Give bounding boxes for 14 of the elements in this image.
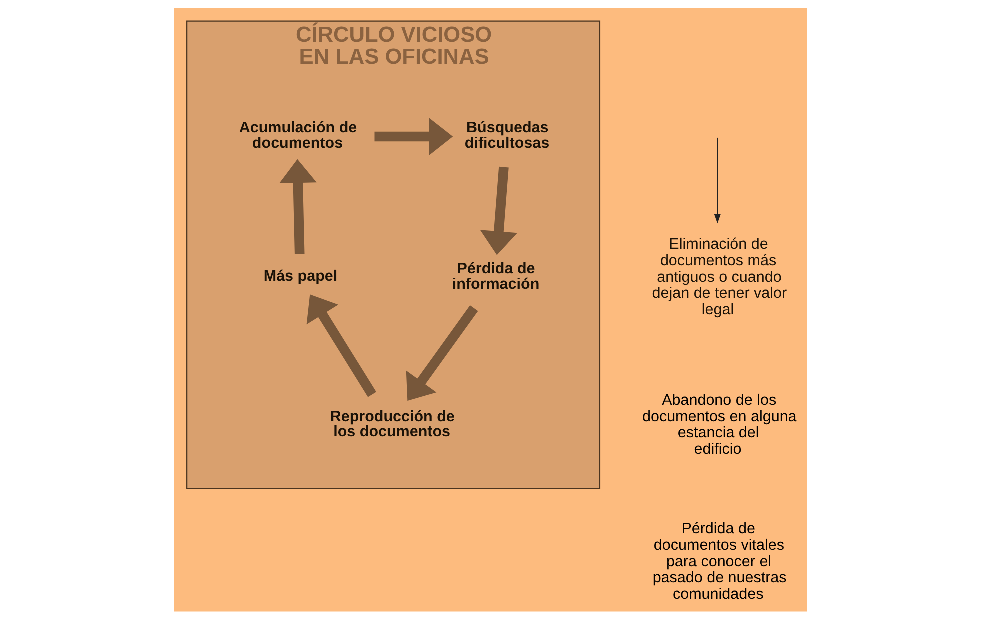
label: Abandono de los documentos en alguna estancia del edificio [642,392,797,458]
node-text: Pérdida de información [452,260,540,293]
node-text: Reproducción de los documentos [330,408,455,441]
arrow [714,138,721,224]
node-text: Búsquedas dificultosas [464,120,550,152]
arrow [306,294,376,398]
arrow [406,306,478,401]
label: Pérdida de documentos vitales para conocer el pasado de nuestras comunidades [652,520,787,603]
node-text: Eliminación de documentos más antiguos o cuando dejan de tener valor legal [652,236,788,319]
node-text: Más papel [264,268,338,285]
arrow [374,118,454,156]
arrow [480,166,518,256]
node-text: Acumulación de documentos [239,120,358,152]
arrow [280,159,317,254]
